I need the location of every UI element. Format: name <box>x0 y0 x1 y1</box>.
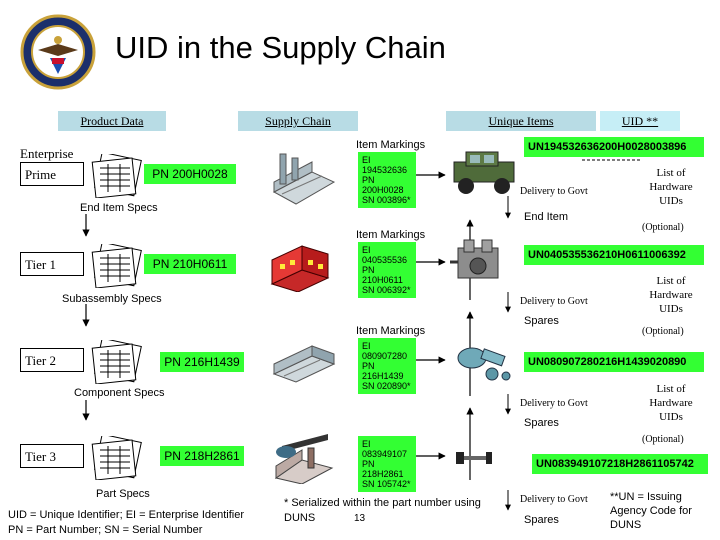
pump-component-icon <box>452 340 514 389</box>
specs-label-tier-3: Part Specs <box>96 488 150 500</box>
item-type-tier-2: Spares <box>524 417 559 429</box>
part-number-prime: PN 200H0028 <box>144 164 236 184</box>
item-type-tier-3: Spares <box>524 514 559 526</box>
part-number-tier-2: PN 216H1439 <box>160 352 244 372</box>
engine-icon <box>448 238 508 293</box>
header-supply-chain: Supply Chain <box>238 111 358 131</box>
part-number-tier-1: PN 210H0611 <box>144 254 236 274</box>
enterprise-label: Enterprise <box>20 146 74 161</box>
part-number-tier-3: PN 218H2861 <box>160 446 244 466</box>
spec-document-icon <box>90 433 142 485</box>
factory-icon <box>268 240 332 297</box>
specs-label-prime: End Item Specs <box>80 202 158 214</box>
footnote-serialized: * Serialized within the part number usin… <box>284 497 481 524</box>
tier-2-box: Tier 2 <box>20 348 84 372</box>
factory-icon <box>272 432 336 489</box>
specs-label-tier-1: Subassembly Specs <box>62 293 162 305</box>
delivery-to-govt-tier-3: Delivery to Govt <box>520 494 588 505</box>
item-type-prime: End Item <box>524 211 569 223</box>
humvee-icon <box>448 146 520 201</box>
footnote-definitions: UID = Unique Identifier; EI = Enterprise… <box>8 509 245 536</box>
factory-icon <box>272 152 336 211</box>
dod-seal <box>20 14 96 90</box>
bolt-part-icon <box>452 446 500 475</box>
header-uid: UID ** <box>600 111 680 131</box>
header-product-data: Product Data <box>58 111 166 131</box>
optional-label-tier-1: (Optional) <box>642 326 684 337</box>
uid-value-tier-3: UN083949107218H2861105742 <box>532 454 708 474</box>
tier-prime-box: Prime <box>20 162 84 186</box>
spec-document-icon <box>90 241 142 293</box>
item-markings-label-tier-1: Item Markings <box>356 229 426 241</box>
page-number: 13 <box>354 513 366 524</box>
item-markings-label-tier-2: Item Markings <box>356 325 426 337</box>
delivery-to-govt-tier-2: Delivery to Govt <box>520 398 588 409</box>
uid-value-prime: UN194532636200H0028003896 <box>524 137 704 157</box>
optional-label-tier-2: (Optional) <box>642 434 684 445</box>
delivery-to-govt-tier-1: Delivery to Govt <box>520 296 588 307</box>
uid-value-tier-2: UN080907280216H1439020890 <box>524 352 704 372</box>
uid-value-tier-1: UN040535536210H0611006392 <box>524 245 704 265</box>
spec-document-icon <box>90 337 142 389</box>
item-markings-label-prime: Item Markings <box>356 139 426 151</box>
optional-label-prime: (Optional) <box>642 222 684 233</box>
factory-icon <box>272 336 336 391</box>
tier-1-box: Tier 1 <box>20 252 84 276</box>
page-title: UID in the Supply Chain <box>115 30 446 65</box>
spec-document-icon <box>90 151 142 203</box>
tier-3-box: Tier 3 <box>20 444 84 468</box>
delivery-to-govt-prime: Delivery to Govt <box>520 186 588 197</box>
specs-label-tier-2: Component Specs <box>74 387 165 399</box>
header-unique-items: Unique Items <box>446 111 596 131</box>
item-type-tier-1: Spares <box>524 315 559 327</box>
